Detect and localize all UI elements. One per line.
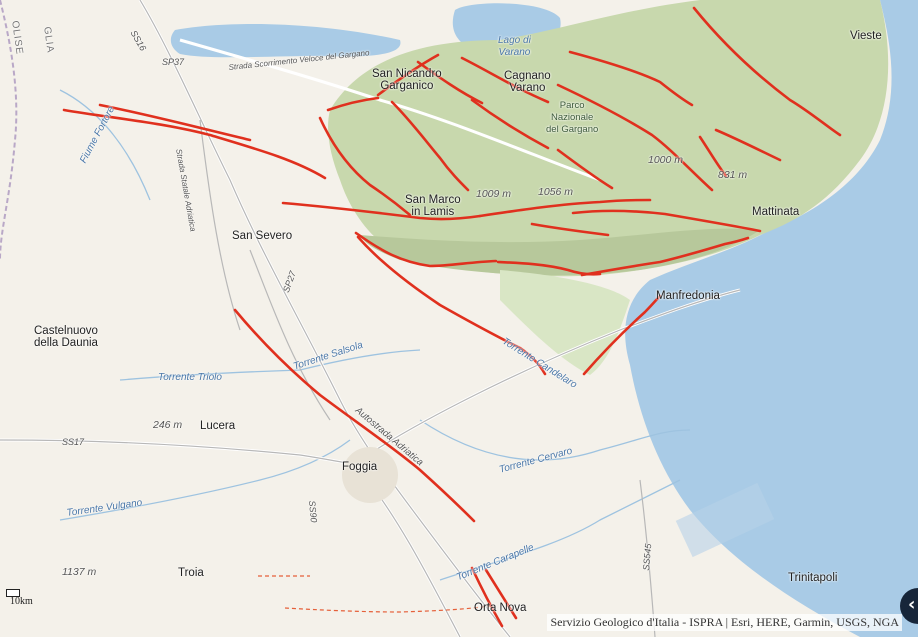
park-label: Parco Nazionale del Gargano [546, 100, 599, 135]
city-label: Trinitapoli [788, 572, 838, 584]
fault-line-dashed [284, 605, 491, 613]
elevation-label: 831 m [718, 169, 748, 181]
lago-lesina [170, 24, 401, 58]
salt-pans [675, 482, 775, 558]
fault-line [356, 235, 547, 376]
chevron-left-icon: ‹ [908, 594, 916, 615]
elevation-label: 1009 m [476, 188, 512, 200]
fault-line [460, 56, 550, 104]
river [59, 89, 151, 201]
road [0, 439, 361, 466]
elevation-label: 1000 m [648, 154, 684, 166]
road [359, 289, 741, 461]
city-label: Castelnuovo della Daunia [34, 325, 98, 349]
fault-line [478, 198, 652, 218]
road [249, 249, 331, 421]
fault-line [233, 308, 476, 523]
road [179, 38, 601, 182]
fault-lines [62, 6, 842, 628]
city-label: Cagnano Varano [504, 70, 551, 94]
elevation-label: 246 m [153, 419, 183, 431]
foggia-urban [342, 447, 398, 503]
fault-line [698, 135, 728, 178]
fault-line [571, 209, 762, 233]
lake-label: Lago di Varano [498, 35, 531, 58]
road [139, 0, 511, 637]
candelaro-plain [500, 270, 630, 375]
map-attribution: Servizio Geologico d'Italia - ISPRA | Es… [547, 614, 902, 631]
river [419, 419, 691, 461]
fault-line [580, 236, 750, 277]
city-label: Vieste [850, 30, 882, 42]
river-label: Torrente Triolo [158, 372, 222, 383]
scale-bar-graphic [6, 589, 20, 597]
fault-line [62, 108, 327, 180]
river [119, 349, 421, 381]
city-label: Foggia [342, 461, 378, 473]
city-label: San Nicandro Garganico [372, 68, 442, 92]
fault-line [281, 201, 482, 221]
elevation-label: 1137 m [62, 566, 97, 578]
fault-line [692, 6, 842, 137]
fault-line [390, 100, 470, 192]
road [0, 438, 361, 467]
fault-line [318, 116, 412, 217]
gargano-massif [328, 0, 889, 277]
fault-line [484, 568, 518, 620]
city-label: San Marco in Lamis [405, 194, 461, 218]
city-label: Mattinata [752, 206, 800, 218]
river [59, 439, 351, 521]
road-label: SS90 [307, 500, 319, 523]
river [439, 479, 681, 581]
city-label: Troia [178, 567, 204, 579]
city-label: San Severo [232, 230, 293, 242]
fault-line [556, 148, 614, 190]
city-label: Orta Nova [474, 602, 527, 614]
fault-line [568, 50, 694, 107]
city-label: Lucera [200, 420, 236, 432]
road-label: SS17 [62, 437, 85, 447]
fault-line [530, 222, 610, 237]
city-label: Manfredonia [656, 290, 720, 302]
scale-bar: 10km [6, 586, 33, 607]
collapse-panel-button[interactable]: ‹ [900, 588, 918, 624]
fault-line [376, 53, 440, 97]
adriatic-sea [625, 0, 918, 637]
region-boundary [0, 0, 18, 261]
scale-bar-label: 10km [10, 596, 33, 607]
elevation-label: 1056 m [538, 186, 574, 198]
fault-line [556, 83, 714, 192]
fault-line [98, 103, 252, 142]
fault-line [354, 231, 498, 268]
fault-line [470, 98, 550, 150]
road-label: SS545 [640, 543, 654, 571]
fault-line [714, 128, 782, 162]
fault-line [416, 60, 484, 105]
road-label: SP37 [162, 57, 185, 67]
fault-line [326, 96, 380, 112]
fault-line [470, 566, 504, 628]
fault-line [582, 294, 662, 376]
road [199, 119, 241, 331]
